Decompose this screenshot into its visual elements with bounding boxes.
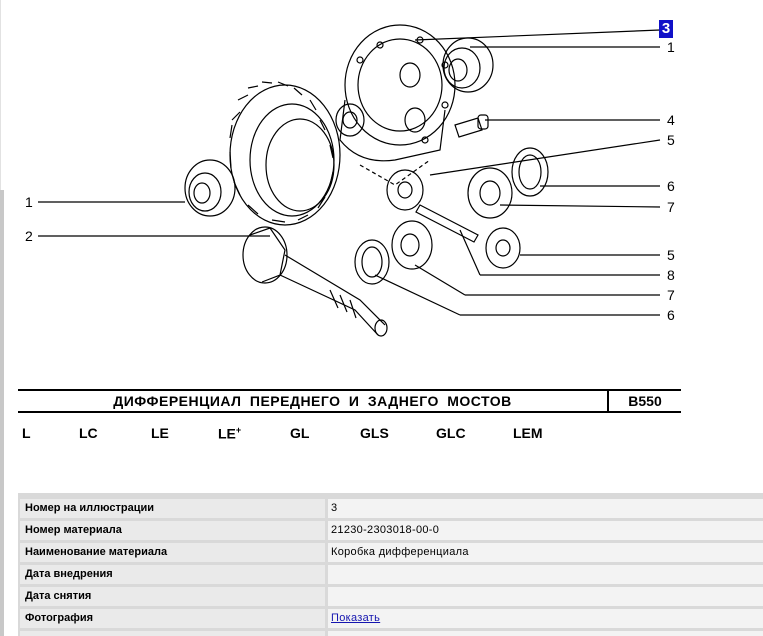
callout-6b[interactable]: 6	[667, 307, 675, 323]
show-photo-link[interactable]: Показать	[331, 612, 381, 624]
callout-7b[interactable]: 7	[667, 287, 675, 303]
row-value: 21230-2303018-00-0	[328, 521, 763, 540]
model-le: LE	[151, 425, 169, 441]
model-gl: GL	[290, 425, 310, 441]
row-label-empty	[20, 631, 325, 636]
table-row	[18, 629, 763, 636]
section-title: ДИФФЕРЕНЦИАЛ ПЕРЕДНЕГО И ЗАДНЕГО МОСТОВ	[113, 393, 512, 409]
callout-4[interactable]: 4	[667, 112, 675, 128]
row-value: Коробка дифференциала	[328, 543, 763, 562]
highlight-callout[interactable]: 3	[659, 20, 673, 38]
parts-diagram	[38, 24, 661, 337]
table-row: Дата внедрения	[18, 563, 763, 585]
callout-5[interactable]: 5	[667, 132, 675, 148]
row-value	[328, 565, 763, 584]
model-lc: LC	[79, 425, 98, 441]
model-l: L	[22, 425, 31, 441]
table-row: Фотография Показать	[18, 607, 763, 629]
row-label: Наименование материала	[20, 543, 325, 562]
callout-1[interactable]: 1	[667, 39, 675, 55]
callout-1-left[interactable]: 1	[25, 194, 33, 210]
row-value-empty	[328, 631, 763, 636]
row-label: Дата снятия	[20, 587, 325, 606]
model-le-plus: LE+	[218, 425, 241, 442]
callout-7[interactable]: 7	[667, 199, 675, 215]
row-label: Номер материала	[20, 521, 325, 540]
table-row: Номер материала 21230-2303018-00-0	[18, 519, 763, 541]
row-label: Фотография	[20, 609, 325, 628]
model-le-plus-label: LE	[218, 425, 236, 442]
section-title-bar: ДИФФЕРЕНЦИАЛ ПЕРЕДНЕГО И ЗАДНЕГО МОСТОВ …	[18, 389, 681, 413]
row-label: Номер на иллюстрации	[20, 499, 325, 518]
row-value: 3	[328, 499, 763, 518]
row-label: Дата внедрения	[20, 565, 325, 584]
section-code: B550	[628, 393, 662, 409]
model-glc: GLC	[436, 425, 466, 441]
title-divider	[607, 391, 609, 411]
callout-6[interactable]: 6	[667, 178, 675, 194]
table-row: Дата снятия	[18, 585, 763, 607]
table-row: Наименование материала Коробка дифференц…	[18, 541, 763, 563]
row-value-cell: Показать	[328, 609, 763, 628]
table-row: Номер на иллюстрации 3	[18, 497, 763, 519]
row-value	[328, 587, 763, 606]
model-lem: LEM	[513, 425, 543, 441]
plus-mark: +	[235, 425, 242, 435]
callout-5b[interactable]: 5	[667, 247, 675, 263]
callout-2-left[interactable]: 2	[25, 228, 33, 244]
callout-8[interactable]: 8	[667, 267, 675, 283]
model-gls: GLS	[360, 425, 389, 441]
scrollbar-track[interactable]	[0, 190, 4, 636]
details-table: Номер на иллюстрации 3 Номер материала 2…	[18, 493, 763, 636]
